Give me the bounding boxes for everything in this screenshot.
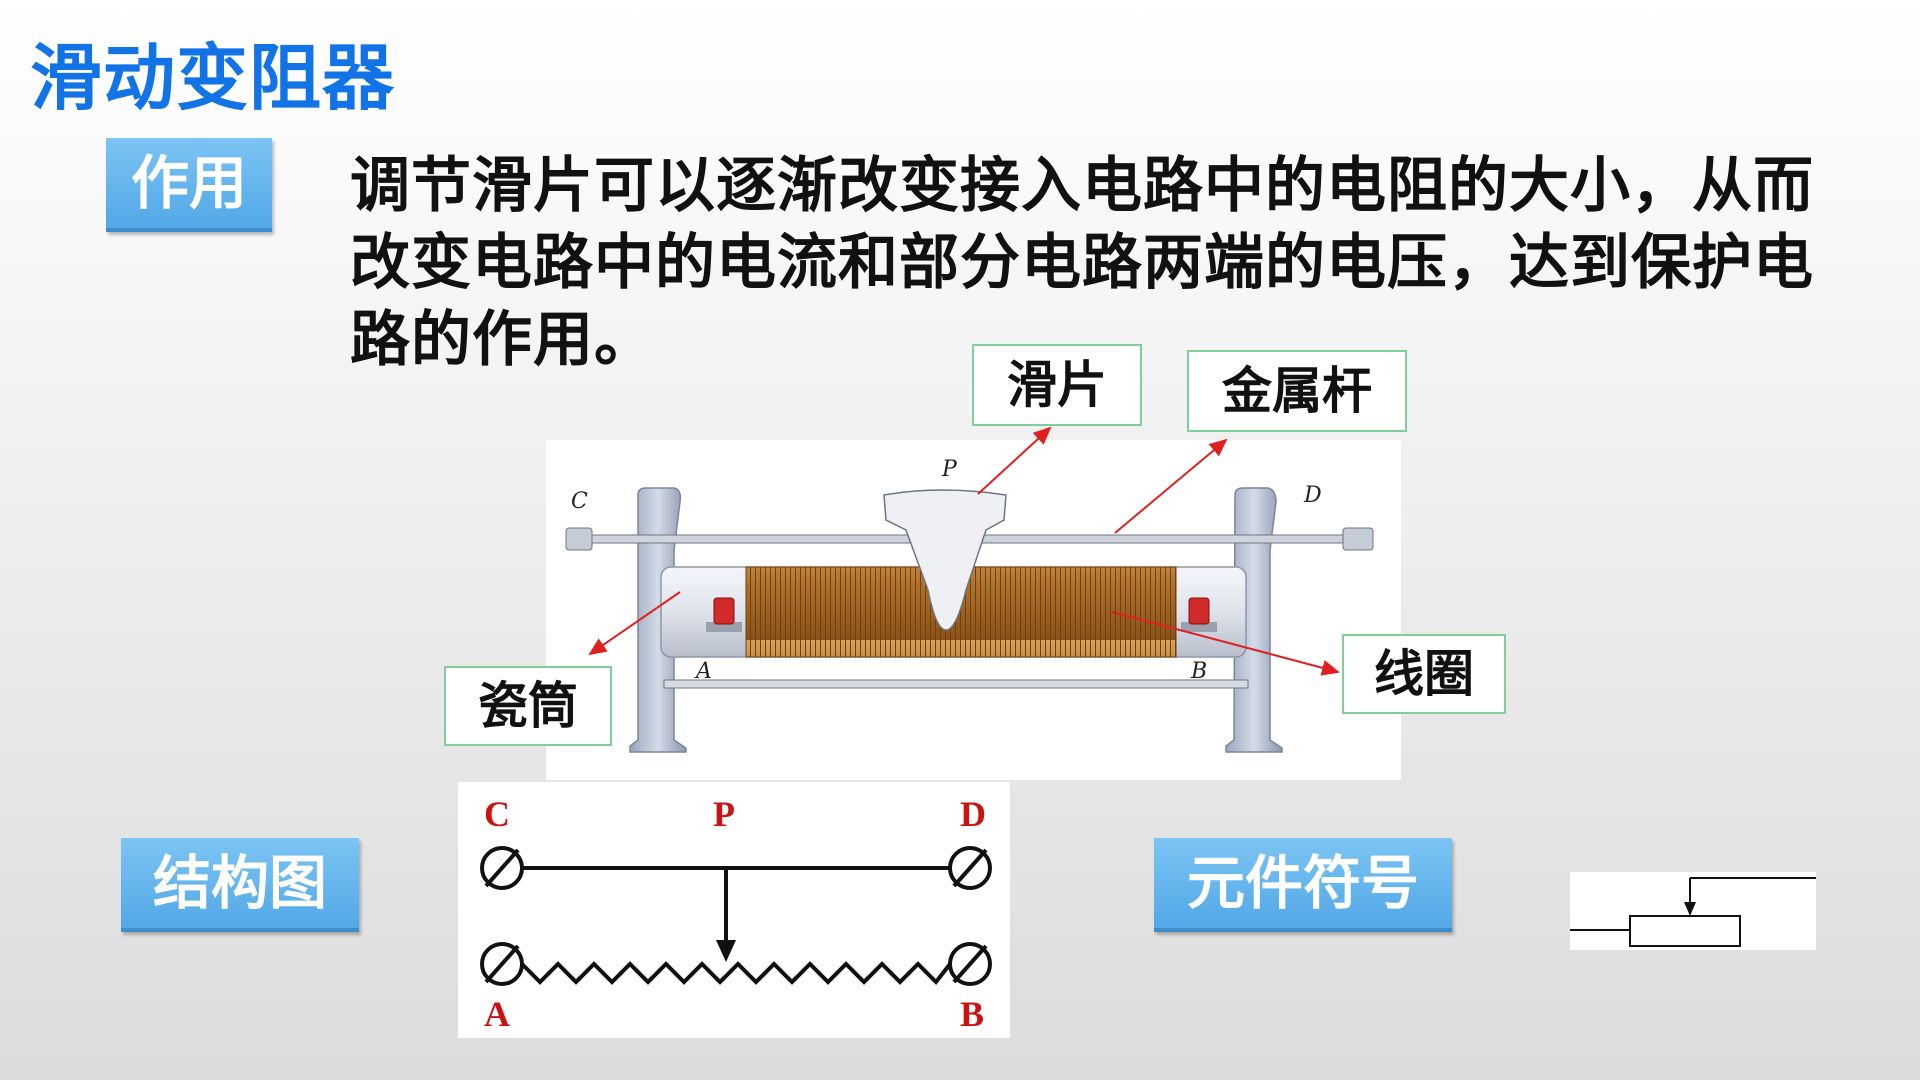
rheostat-symbol <box>1570 872 1816 950</box>
structure-schematic: C P D A B <box>458 782 1010 1038</box>
label-terminal-C: C <box>571 489 588 514</box>
description-text: 调节滑片可以逐渐改变接入电路中的电阻的大小，从而改变电路中的电流和部分电路两端的… <box>350 151 1814 375</box>
terminal-A-post <box>706 597 742 632</box>
page-title: 滑动变阻器 <box>30 36 396 120</box>
label-terminal-A: A <box>694 659 712 684</box>
callout-coil: 线圈 <box>1342 634 1506 714</box>
terminal-C-knob <box>565 527 593 551</box>
callout-ceramic-tube: 瓷筒 <box>444 666 612 746</box>
schem-label-D: D <box>960 794 986 834</box>
schem-label-A: A <box>484 994 510 1034</box>
label-terminal-D: D <box>1303 483 1322 508</box>
section-tag-symbol: 元件符号 <box>1154 838 1452 932</box>
symbol-resistor-box <box>1629 915 1741 947</box>
section-tag-structure: 结构图 <box>121 838 359 932</box>
schem-resistor-coil <box>520 961 952 986</box>
terminal-D-knob <box>1342 527 1374 551</box>
rheostat-illustration: C D P A B <box>546 440 1401 780</box>
section-tag-use: 作用 <box>106 138 272 232</box>
callout-slider: 滑片 <box>972 344 1142 426</box>
schem-label-C: C <box>484 794 510 834</box>
label-terminal-B: B <box>1190 659 1207 684</box>
bottom-rod <box>663 679 1249 689</box>
schem-label-B: B <box>960 994 984 1034</box>
schem-label-P: P <box>713 794 735 834</box>
callout-metal-rod: 金属杆 <box>1187 350 1407 432</box>
label-terminal-P: P <box>941 457 958 482</box>
slider <box>883 489 1007 631</box>
